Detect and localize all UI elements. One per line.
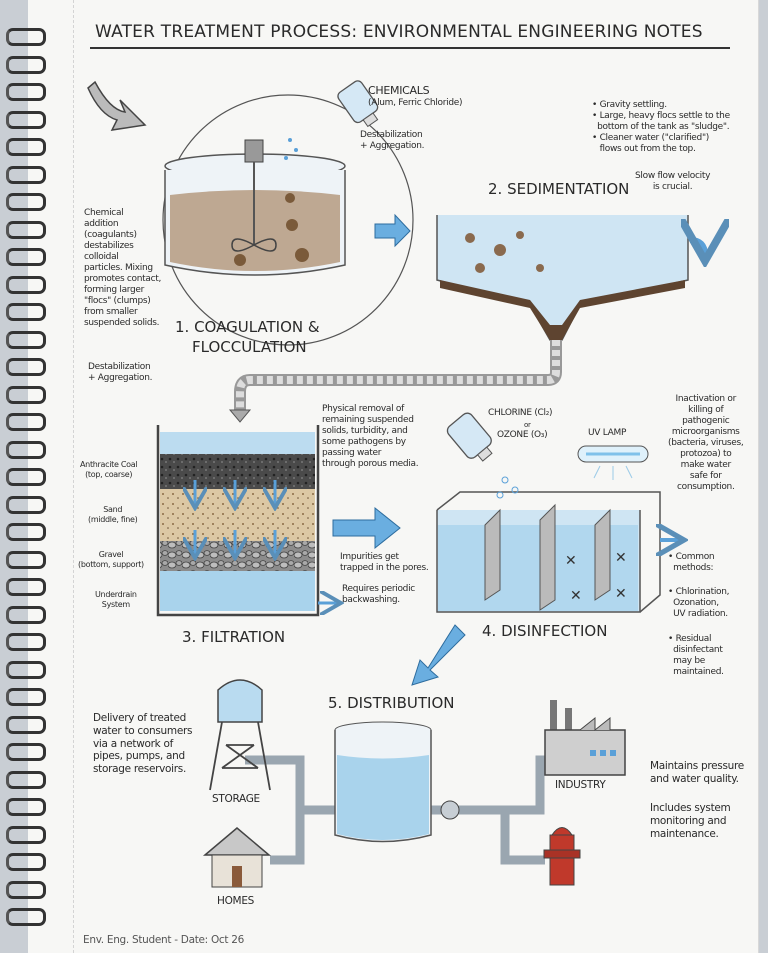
- spiral-ring: [6, 578, 46, 596]
- chemicals-label: CHEMICALS: [368, 84, 430, 97]
- house-icon: [202, 827, 272, 888]
- monitoring-note: Includes system monitoring and maintenan…: [650, 802, 731, 840]
- spiral-ring: [6, 550, 46, 569]
- storage-label: STORAGE: [212, 793, 260, 805]
- sedimentation-tank: [436, 215, 705, 341]
- spiral-ring: [6, 605, 46, 624]
- factory-icon: [544, 700, 626, 776]
- page-title: WATER TREATMENT PROCESS: ENVIRONMENTAL E…: [95, 22, 703, 42]
- uv-lamp-icon: [577, 445, 649, 480]
- spiral-ring: [6, 688, 46, 706]
- impurities-note: Impurities get trapped in the pores.: [340, 552, 429, 573]
- spiral-ring: [6, 468, 46, 486]
- spiral-ring: [6, 358, 46, 376]
- disinfection-bullet: • Residual disinfectant may be maintaine…: [668, 634, 724, 677]
- filtration-description: Physical removal of remaining suspended …: [322, 404, 419, 469]
- industry-label: INDUSTRY: [555, 779, 606, 791]
- connecting-pipe: [228, 340, 562, 423]
- svg-text:✕: ✕: [615, 550, 627, 566]
- flocculation-heading: FLOCCULATION: [192, 338, 307, 356]
- svg-text:✕: ✕: [615, 586, 627, 602]
- disinfection-bullet: • Common methods:: [668, 552, 715, 573]
- start-arrow-icon: [87, 80, 147, 131]
- spiral-ring: [6, 220, 46, 239]
- layer-label-gravel: Gravel(bottom, support): [78, 550, 144, 569]
- spiral-ring: [6, 275, 46, 294]
- spiral-ring: [6, 715, 46, 734]
- coagulation-description: Chemical addition (coagulants) destabili…: [84, 208, 162, 328]
- spiral-ring: [6, 55, 46, 74]
- distribution-heading: 5. DISTRIBUTION: [328, 694, 455, 712]
- disinfection-description: Inactivation or killing of pathogenic mi…: [668, 394, 744, 492]
- fire-hydrant-icon: [543, 827, 581, 886]
- homes-label: HOMES: [217, 895, 255, 907]
- disinfection-bullet: • Chlorination, Ozonation, UV radiation.: [668, 587, 730, 619]
- chlorine-label: CHLORINE (Cl₂): [488, 408, 553, 418]
- coagulation-heading: 1. COAGULATION &: [175, 318, 320, 336]
- spiral-ring: [6, 165, 46, 184]
- spiral-ring: [6, 495, 46, 514]
- sedimentation-heading: 2. SEDIMENTATION: [488, 180, 630, 198]
- spiral-ring: [6, 908, 46, 926]
- coagulation-tank: [162, 94, 414, 346]
- velocity-note: Slow flow velocity is crucial.: [635, 171, 711, 192]
- reservoir-tank-icon: [334, 721, 432, 843]
- filtration-tank: [156, 425, 338, 617]
- layer-label-coal: Anthracite Coal(top, coarse): [80, 460, 138, 479]
- backwash-note: Requires periodic backwashing.: [342, 584, 415, 605]
- sedimentation-bullets: • Gravity settling. • Large, heavy flocs…: [592, 100, 730, 154]
- chemicals-detail: (Alum, Ferric Chloride): [368, 98, 463, 108]
- destabilization-note: Destabilization + Aggregation.: [360, 130, 425, 151]
- title-underline: [90, 47, 730, 49]
- svg-text:✕: ✕: [565, 553, 577, 569]
- spiral-ring: [6, 633, 46, 651]
- spiral-ring: [6, 385, 46, 404]
- ozone-label: OZONE (O₃): [497, 430, 548, 440]
- spiral-ring: [6, 248, 46, 266]
- spiral-ring: [6, 853, 46, 871]
- pump-icon: [440, 800, 460, 820]
- filtration-heading: 3. FILTRATION: [182, 628, 286, 646]
- spiral-ring: [6, 413, 46, 431]
- margin-line: [73, 0, 74, 953]
- spiral-ring: [6, 110, 46, 129]
- distribution-description: Delivery of treated water to consumers v…: [93, 712, 193, 776]
- storage-tower-icon: [209, 679, 271, 791]
- spiral-ring: [6, 825, 46, 844]
- or-label: or: [524, 421, 531, 429]
- spiral-ring: [6, 330, 46, 349]
- spiral-ring: [6, 523, 46, 541]
- destabilization-note-2: Destabilization + Aggregation.: [88, 362, 153, 383]
- spiral-ring: [6, 770, 46, 789]
- pressure-note: Maintains pressure and water quality.: [650, 760, 744, 785]
- uv-lamp-label: UV LAMP: [588, 428, 627, 438]
- spiral-ring: [6, 138, 46, 156]
- chemical-bottle-icon: [284, 80, 379, 160]
- spiral-ring: [6, 440, 46, 459]
- spiral-ring: [6, 28, 46, 46]
- layer-label-sand: Sand(middle, fine): [88, 505, 138, 524]
- flow-arrow-icon: [332, 506, 401, 550]
- spiral-ring: [6, 743, 46, 761]
- disinfection-heading: 4. DISINFECTION: [482, 622, 608, 640]
- spiral-ring: [6, 193, 46, 211]
- footer-note: Env. Eng. Student - Date: Oct 26: [83, 934, 245, 946]
- flow-arrow-icon: [374, 213, 411, 248]
- spiral-ring: [6, 83, 46, 101]
- disinfection-tank: ✕ ✕ ✕ ✕: [436, 491, 680, 613]
- spiral-ring: [6, 660, 46, 679]
- flow-arrow-icon: [411, 624, 466, 686]
- chlorine-bottle-icon: [446, 412, 519, 499]
- spiral-ring: [6, 303, 46, 321]
- spiral-ring: [6, 880, 46, 899]
- spiral-ring: [6, 798, 46, 816]
- svg-text:✕: ✕: [570, 588, 582, 604]
